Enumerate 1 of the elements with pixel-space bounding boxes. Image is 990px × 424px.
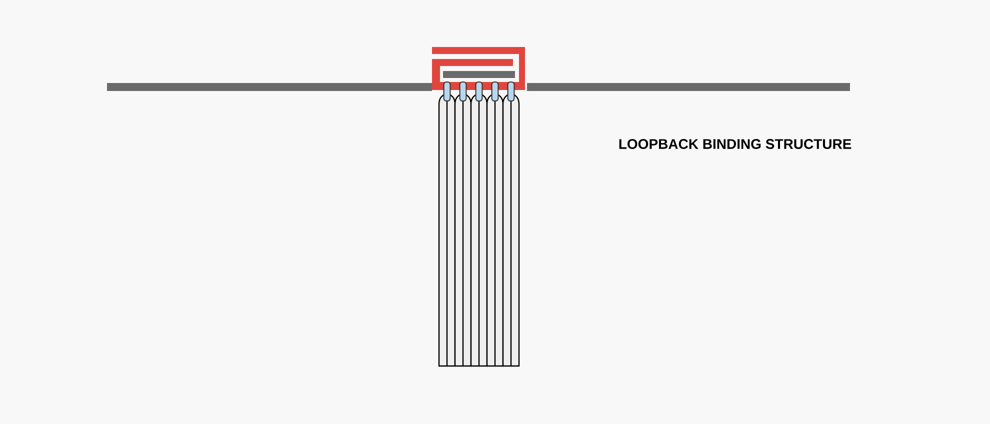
title: LOOPBACK BINDING STRUCTURE [619,139,852,149]
